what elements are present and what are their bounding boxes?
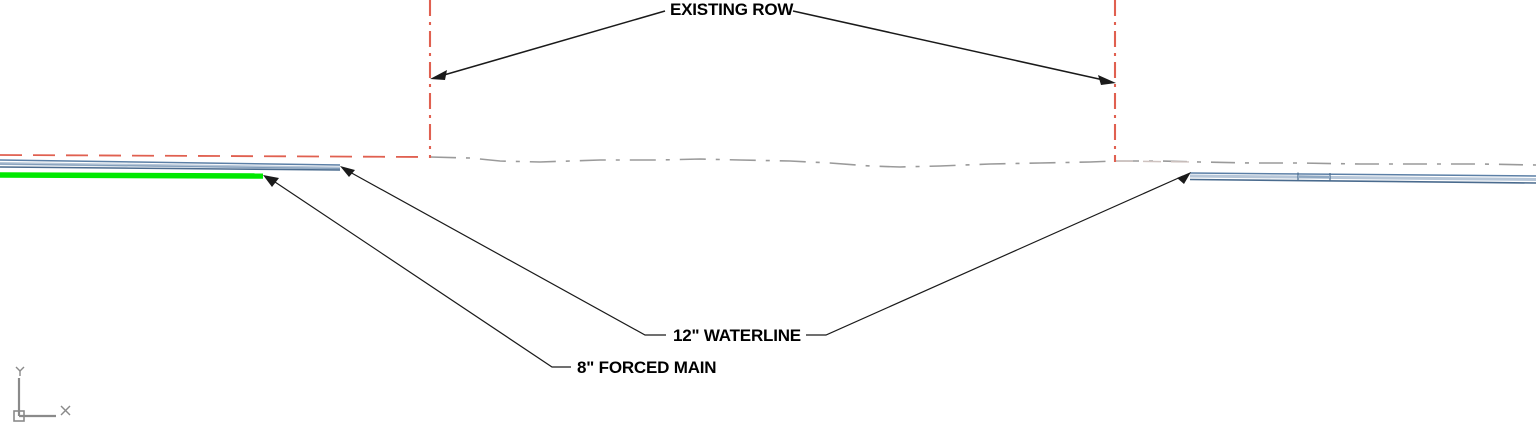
left-red-grade-line: [0, 154, 1191, 163]
ucs-origin-square: [13, 410, 25, 422]
row-limit-lines: [428, 0, 1117, 162]
forced-main-label: 8" FORCED MAIN: [577, 358, 717, 377]
waterline-callout-leaders: [340, 166, 1191, 336]
ucs-icon: [13, 366, 71, 422]
arrowhead-forced-main: [263, 175, 279, 187]
ucs-x-glyph: [60, 405, 71, 416]
forced-main-pipe: [0, 172, 264, 179]
waterline-pipe-left: [0, 159, 341, 171]
arrowhead-left-row: [430, 70, 447, 80]
forced-main-callout-leader: [263, 175, 571, 368]
existing-row-leaders: [430, 10, 1116, 85]
waterline-pipe-right: [1189, 172, 1536, 184]
ucs-y-glyph: [15, 366, 25, 372]
arrowhead-waterline-right: [1177, 172, 1191, 184]
existing-row-label: EXISTING ROW: [670, 0, 794, 19]
arrowhead-right-row: [1098, 75, 1116, 85]
arrowhead-waterline-left: [340, 166, 355, 177]
existing-ground-profile: [429, 156, 1536, 168]
pipe-fitting-marker: [1297, 172, 1331, 181]
waterline-label: 12" WATERLINE: [673, 326, 801, 345]
